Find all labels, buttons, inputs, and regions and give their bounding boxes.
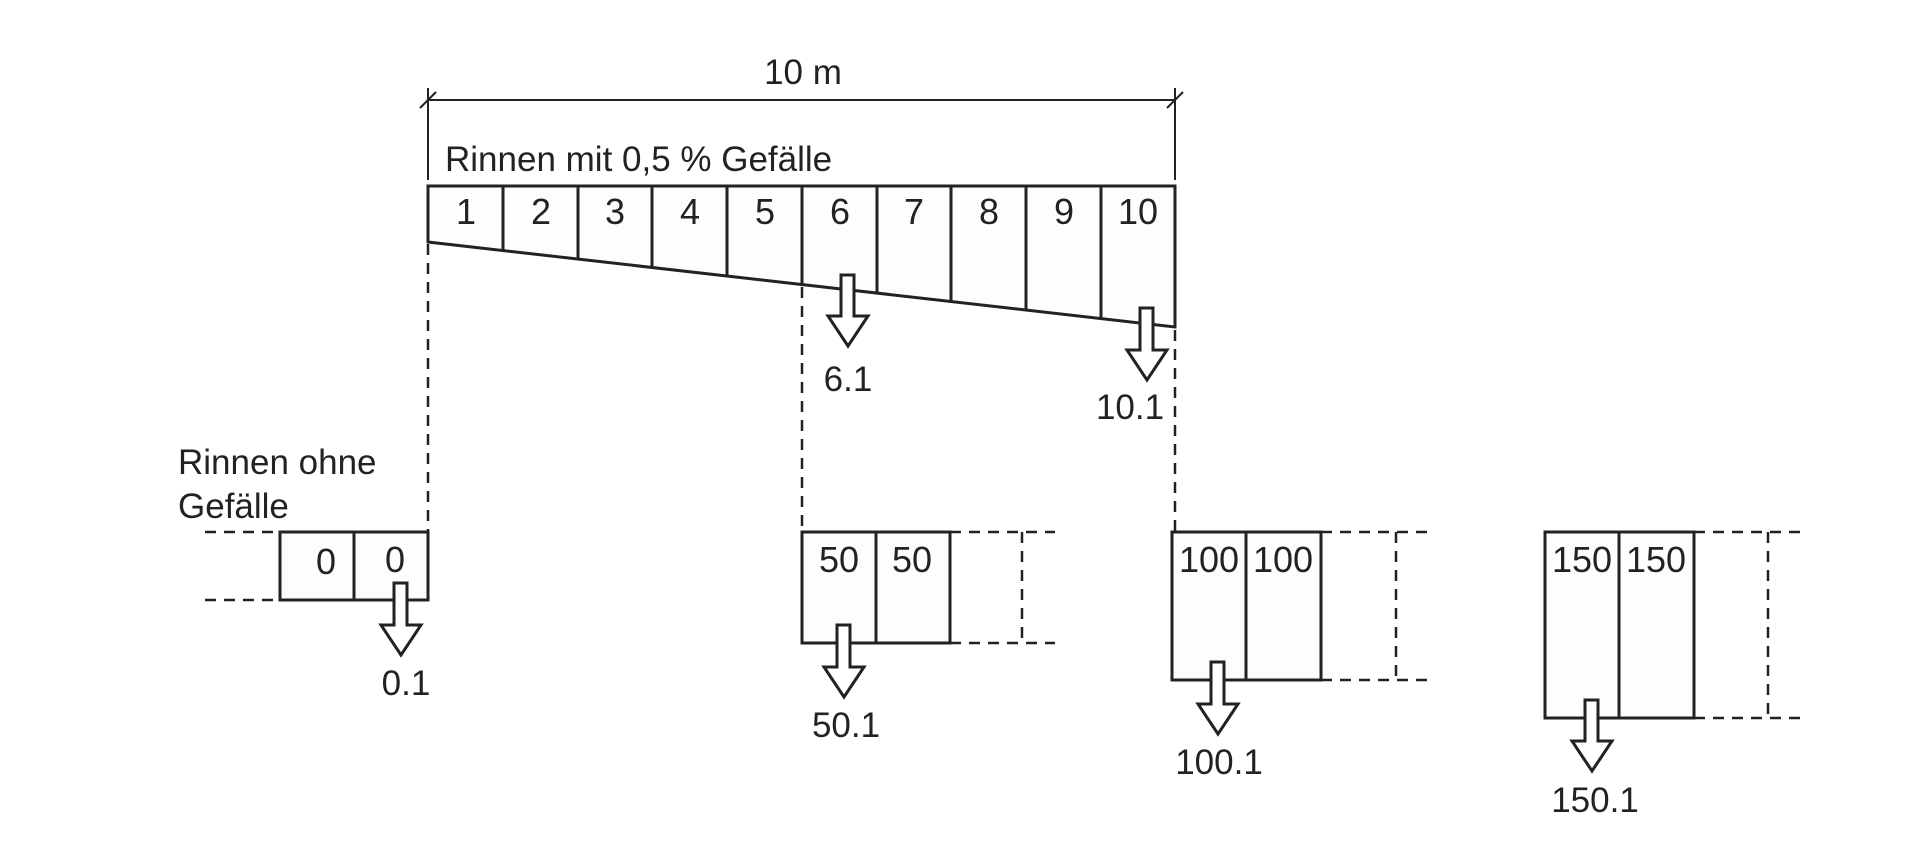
outlet-label-100-1: 100.1 [1175,743,1263,782]
outlet-arrow-10-1 [1124,306,1170,383]
flat-cell-0b: 0 [385,539,405,580]
dimension-label: 10 m [764,53,842,92]
flat-channel-title-line1: Rinnen ohne [178,443,377,482]
flat-cell-100b: 100 [1253,539,1313,580]
flat-cell-150a: 150 [1552,539,1612,580]
slope-cell-6: 6 [830,191,850,232]
slope-channel-title: Rinnen mit 0,5 % Gefälle [445,140,832,179]
flat-cell-100a: 100 [1179,539,1239,580]
outlet-arrow-6-1 [825,273,871,349]
flat-channel-group-150 [1543,530,1800,720]
flat-cell-50a: 50 [819,539,859,580]
flat-cell-150b: 150 [1626,539,1686,580]
dimension-line [419,88,1184,180]
slope-cell-10: 10 [1118,191,1158,232]
outlet-label-50-1: 50.1 [812,706,880,745]
outlet-label-10-1: 10.1 [1096,388,1164,427]
outlet-label-150-1: 150.1 [1551,781,1639,820]
slope-cell-4: 4 [680,191,700,232]
outlet-arrow-100-1 [1195,660,1241,737]
sloped-channel-dividers [501,186,1103,319]
outlet-arrow-50-1 [821,623,867,700]
slope-cell-3: 3 [605,191,625,232]
slope-cell-8: 8 [979,191,999,232]
slope-cell-5: 5 [755,191,775,232]
flat-cell-50b: 50 [892,539,932,580]
slope-cell-2: 2 [531,191,551,232]
flat-channel-title-line2: Gefälle [178,487,289,526]
flat-channel-group-100 [1170,530,1428,682]
outlet-label-6-1: 6.1 [824,360,873,399]
outlet-label-0-1: 0.1 [382,664,431,703]
slope-cell-1: 1 [456,191,476,232]
flat-cell-0a: 0 [316,541,336,582]
slope-cell-7: 7 [904,191,924,232]
outlet-arrow-150-1 [1569,698,1615,774]
outlet-arrow-0-1 [378,581,424,658]
slope-cell-9: 9 [1054,191,1074,232]
projection-lines [426,244,1177,532]
flat-channel-group-50 [800,530,1055,645]
